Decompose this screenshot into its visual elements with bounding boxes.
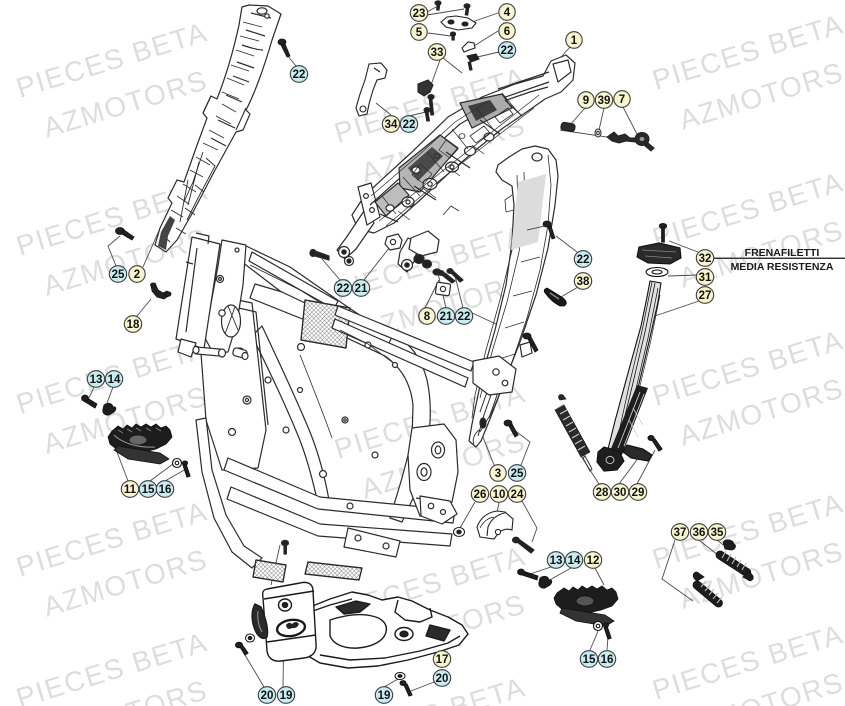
svg-text:10: 10: [493, 489, 506, 501]
svg-text:14: 14: [568, 555, 581, 567]
svg-text:25: 25: [511, 468, 524, 480]
svg-text:38: 38: [577, 276, 590, 288]
svg-text:MEDIA RESISTENZA: MEDIA RESISTENZA: [731, 261, 834, 273]
svg-text:23: 23: [413, 8, 426, 20]
svg-text:39: 39: [598, 95, 611, 107]
svg-text:18: 18: [127, 319, 140, 331]
svg-text:15: 15: [583, 654, 596, 666]
svg-text:29: 29: [632, 487, 645, 499]
svg-text:26: 26: [474, 489, 487, 501]
svg-text:25: 25: [112, 269, 125, 281]
svg-text:33: 33: [431, 47, 444, 59]
svg-text:19: 19: [378, 690, 391, 702]
svg-text:9: 9: [583, 95, 589, 107]
svg-text:5: 5: [416, 27, 423, 39]
svg-text:22: 22: [577, 254, 590, 266]
svg-text:20: 20: [261, 690, 274, 702]
svg-text:FRENAFILETTI: FRENAFILETTI: [745, 247, 820, 259]
svg-text:31: 31: [699, 272, 712, 284]
svg-text:PIECES BETA: PIECES BETA: [331, 671, 529, 706]
svg-text:1: 1: [571, 35, 578, 47]
svg-text:8: 8: [424, 311, 431, 323]
svg-text:3: 3: [495, 468, 501, 480]
svg-text:4: 4: [504, 7, 511, 19]
svg-text:27: 27: [699, 290, 712, 302]
svg-text:22: 22: [458, 311, 471, 323]
svg-text:19: 19: [280, 690, 293, 702]
svg-text:22: 22: [501, 45, 514, 57]
svg-text:22: 22: [337, 283, 350, 295]
svg-text:16: 16: [601, 654, 614, 666]
svg-text:21: 21: [355, 283, 368, 295]
svg-text:37: 37: [674, 527, 687, 539]
svg-text:13: 13: [550, 555, 563, 567]
svg-text:17: 17: [436, 654, 449, 666]
svg-text:14: 14: [108, 374, 121, 386]
svg-text:20: 20: [436, 673, 449, 685]
svg-text:36: 36: [693, 527, 706, 539]
svg-text:12: 12: [587, 555, 600, 567]
svg-text:2: 2: [134, 269, 140, 281]
svg-text:34: 34: [385, 119, 398, 131]
svg-text:21: 21: [440, 311, 453, 323]
svg-text:16: 16: [159, 484, 172, 496]
svg-text:32: 32: [699, 253, 712, 265]
svg-text:30: 30: [614, 487, 627, 499]
svg-text:15: 15: [142, 484, 155, 496]
svg-text:24: 24: [511, 489, 524, 501]
svg-text:6: 6: [504, 26, 510, 38]
svg-text:7: 7: [619, 94, 625, 106]
svg-text:11: 11: [124, 484, 137, 496]
svg-text:28: 28: [596, 487, 609, 499]
svg-text:22: 22: [403, 119, 416, 131]
svg-text:22: 22: [293, 69, 306, 81]
svg-text:35: 35: [711, 527, 724, 539]
svg-text:13: 13: [90, 374, 103, 386]
